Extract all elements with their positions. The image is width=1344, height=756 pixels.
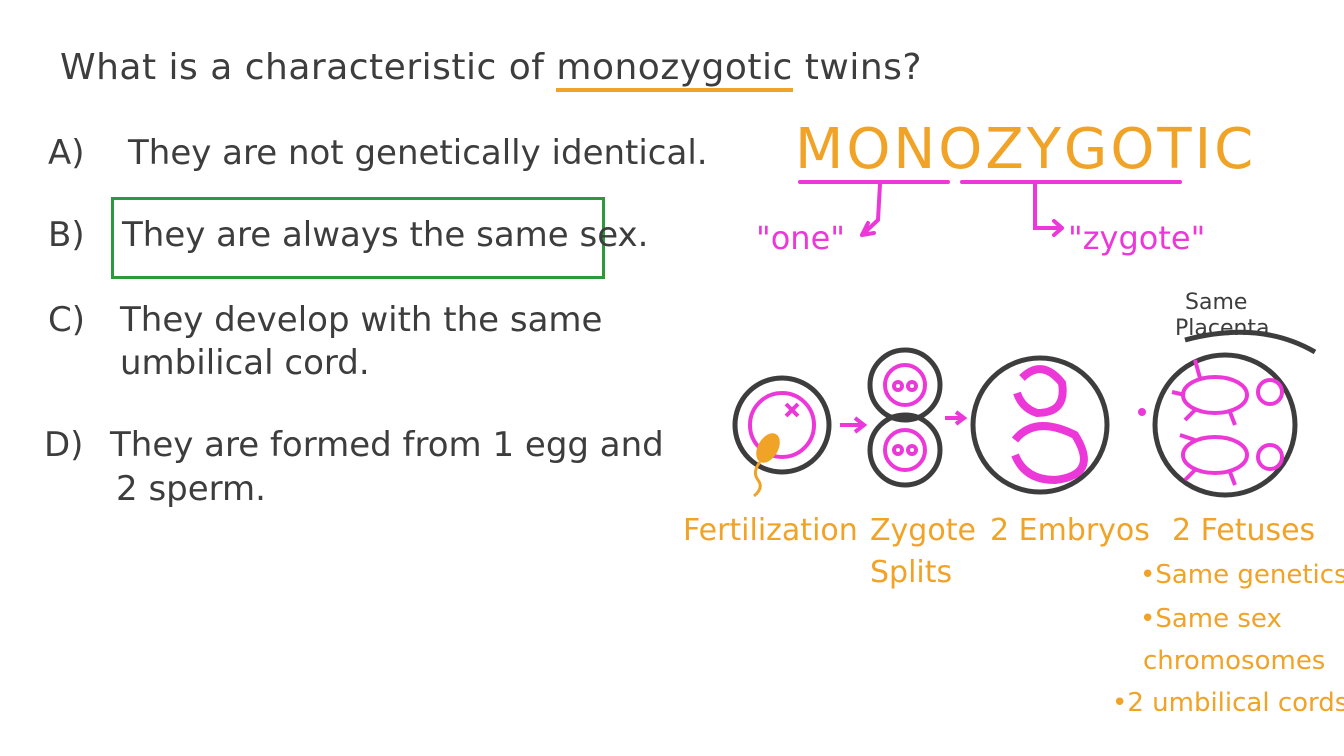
fetus-note-2: •Same sex (1140, 604, 1282, 634)
option-d-letter: D) (44, 425, 84, 465)
option-a-letter: A) (48, 133, 85, 173)
question-suffix: twins? (792, 47, 923, 88)
split-cell-bottom (867, 412, 943, 488)
fetus-note-1: •Same genetics (1140, 560, 1344, 590)
question-prefix: What is a characteristic of (60, 47, 557, 88)
placenta-label-line1: Same (1185, 290, 1248, 315)
answer-highlight-box (111, 197, 605, 279)
placenta-arrow (1184, 329, 1317, 355)
meaning-zygote: "zygote" (1068, 219, 1206, 257)
stage-fertilization-label: Fertilization (683, 513, 858, 548)
option-a-text[interactable]: They are not genetically identical. (128, 133, 708, 173)
sperm-icon (753, 433, 780, 498)
arrow-right-icon (945, 410, 968, 426)
option-b-letter: B) (48, 215, 85, 255)
fetuses-circle (1152, 352, 1298, 498)
stage-embryos-label: 2 Embryos (990, 513, 1150, 548)
question-highlight: monozygotic (556, 47, 793, 92)
arrow-right-icon (840, 416, 868, 434)
monozygotic-word: MONOZYGOTIC (795, 117, 1257, 182)
fetus-note-3: chromosomes (1143, 646, 1326, 676)
placenta-label-line2: Placenta (1175, 316, 1270, 341)
stage-zygote-label-line1: Zygote (870, 513, 976, 548)
option-c-text-line2[interactable]: umbilical cord. (120, 343, 370, 383)
stage-zygote-label-line2: Splits (870, 555, 953, 590)
arrow-one-icon (860, 182, 882, 237)
option-b-text[interactable]: They are always the same sex. (122, 215, 649, 255)
question-text: What is a characteristic of monozygotic … (60, 47, 923, 92)
fetus-note-4: •2 umbilical cords (1112, 688, 1344, 718)
word-brackets (798, 180, 1182, 237)
stage-fetuses-label: 2 Fetuses (1172, 513, 1316, 548)
egg-nucleus (748, 391, 816, 459)
embryos-circle (970, 355, 1110, 495)
split-cell-top (867, 347, 943, 423)
option-c-letter: C) (48, 300, 86, 340)
arrow-zygote-icon (1033, 182, 1064, 237)
fertilization-cell (732, 375, 832, 475)
option-d-text-line1[interactable]: They are formed from 1 egg and (110, 425, 664, 465)
meaning-one: "one" (756, 219, 845, 257)
option-c-text-line1[interactable]: They develop with the same (120, 300, 603, 340)
option-d-text-line2[interactable]: 2 sperm. (116, 469, 266, 509)
